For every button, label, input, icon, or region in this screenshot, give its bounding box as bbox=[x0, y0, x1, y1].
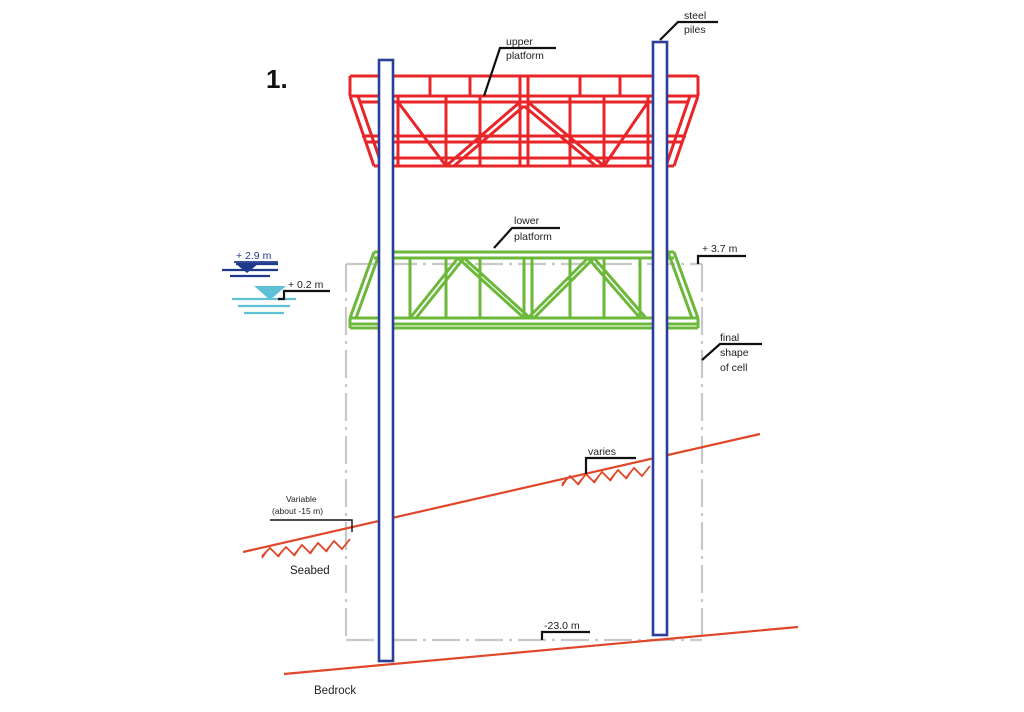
steel-piles-label-2: piles bbox=[684, 24, 706, 36]
varies-leader bbox=[584, 456, 636, 474]
final-shape-label-1: final bbox=[720, 332, 739, 344]
ground-lines bbox=[242, 432, 799, 676]
top-elevation-leader bbox=[696, 254, 746, 264]
final-shape-label-3: of cell bbox=[720, 362, 747, 374]
final-cell-outline bbox=[344, 262, 704, 642]
seabed-line bbox=[242, 432, 761, 554]
water-level-icon bbox=[222, 261, 330, 315]
lower-platform bbox=[348, 250, 700, 330]
steel-pile-left bbox=[377, 58, 395, 663]
variable-leader bbox=[270, 519, 353, 532]
upper-platform bbox=[348, 74, 700, 168]
bedrock-elevation-label: -23.0 m bbox=[544, 620, 580, 632]
high-water-label: + 2.9 m bbox=[236, 250, 272, 262]
lower-platform-label-2: platform bbox=[514, 231, 552, 243]
top-elevation-label: + 3.7 m bbox=[702, 243, 738, 255]
bedrock-line bbox=[283, 625, 799, 676]
final-shape-leader bbox=[701, 342, 762, 361]
upper-platform-label-2: platform bbox=[506, 50, 544, 62]
lower-platform-label-1: lower bbox=[514, 215, 540, 227]
lower-platform-leader bbox=[493, 226, 560, 249]
steel-piles-label-1: steel bbox=[684, 10, 706, 22]
steel-piles bbox=[377, 40, 669, 663]
upper-platform-leader bbox=[482, 46, 556, 97]
steel-piles-leader bbox=[659, 20, 718, 41]
varies-label: varies bbox=[588, 446, 616, 458]
steel-pile-right bbox=[651, 40, 669, 637]
bedrock-elevation-leader bbox=[540, 630, 590, 640]
final-shape-label-2: shape bbox=[720, 347, 749, 359]
variable-label-2: (about -15 m) bbox=[272, 506, 323, 516]
seabed-label: Seabed bbox=[290, 565, 330, 577]
upper-platform-label-1: upper bbox=[506, 36, 533, 48]
figure-number: 1. bbox=[266, 64, 288, 94]
bedrock-label: Bedrock bbox=[314, 685, 356, 697]
soil-hatch-icon bbox=[261, 465, 651, 559]
variable-label-1: Variable bbox=[286, 494, 317, 504]
low-water-label: + 0.2 m bbox=[288, 279, 324, 291]
